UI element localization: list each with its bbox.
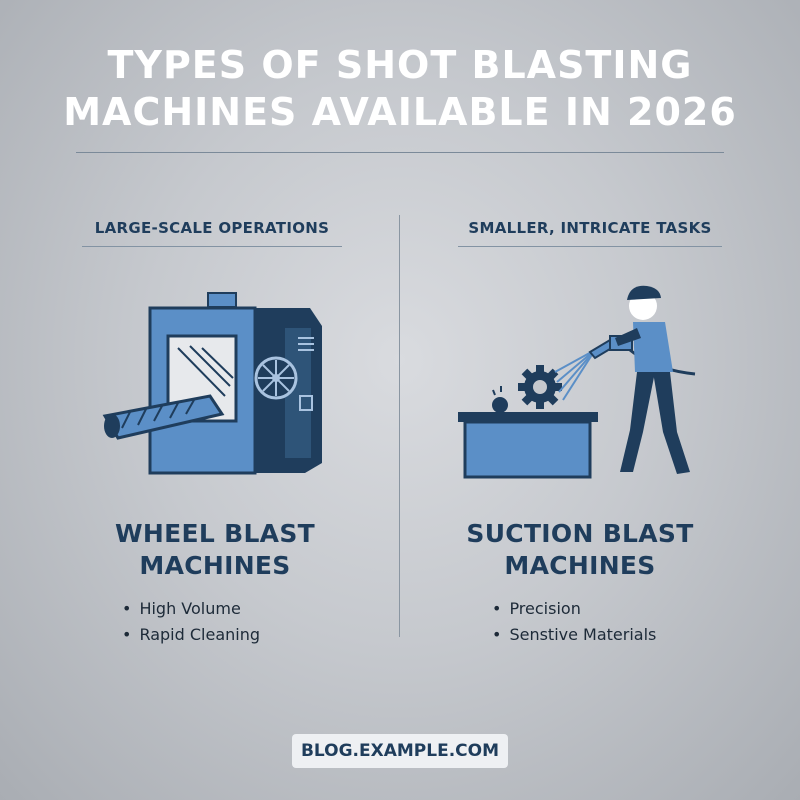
wheel-blast-title: WHEEL BLAST MACHINES bbox=[100, 518, 330, 582]
list-item: Rapid Cleaning bbox=[122, 622, 260, 648]
list-item: High Volume bbox=[122, 596, 260, 622]
wheel-blast-title-line2: MACHINES bbox=[139, 551, 291, 580]
page-title: TYPES OF SHOT BLASTING MACHINES AVAILABL… bbox=[0, 42, 800, 136]
suction-blast-title-line1: SUCTION BLAST bbox=[466, 519, 694, 548]
category-heading-smaller-tasks: SMALLER, INTRICATE TASKS bbox=[458, 216, 722, 247]
list-item: Precision bbox=[492, 596, 656, 622]
suction-blast-features: Precision Senstive Materials bbox=[492, 596, 656, 648]
wheel-blast-machine-icon bbox=[100, 288, 340, 483]
list-item: Senstive Materials bbox=[492, 622, 656, 648]
page-title-line2: MACHINES AVAILABLE IN 2026 bbox=[63, 90, 737, 134]
suction-blast-title-line2: MACHINES bbox=[504, 551, 656, 580]
suction-blast-title: SUCTION BLAST MACHINES bbox=[445, 518, 715, 582]
category-heading-large-scale: LARGE-SCALE OPERATIONS bbox=[82, 216, 342, 247]
suction-blast-worker-icon bbox=[455, 282, 705, 482]
column-divider bbox=[399, 215, 400, 637]
page-title-line1: TYPES OF SHOT BLASTING bbox=[107, 43, 693, 87]
wheel-blast-features: High Volume Rapid Cleaning bbox=[122, 596, 260, 648]
blog-url-badge[interactable]: BLOG.EXAMPLE.COM bbox=[292, 734, 508, 768]
title-rule bbox=[76, 152, 724, 153]
wheel-blast-title-line1: WHEEL BLAST bbox=[115, 519, 315, 548]
